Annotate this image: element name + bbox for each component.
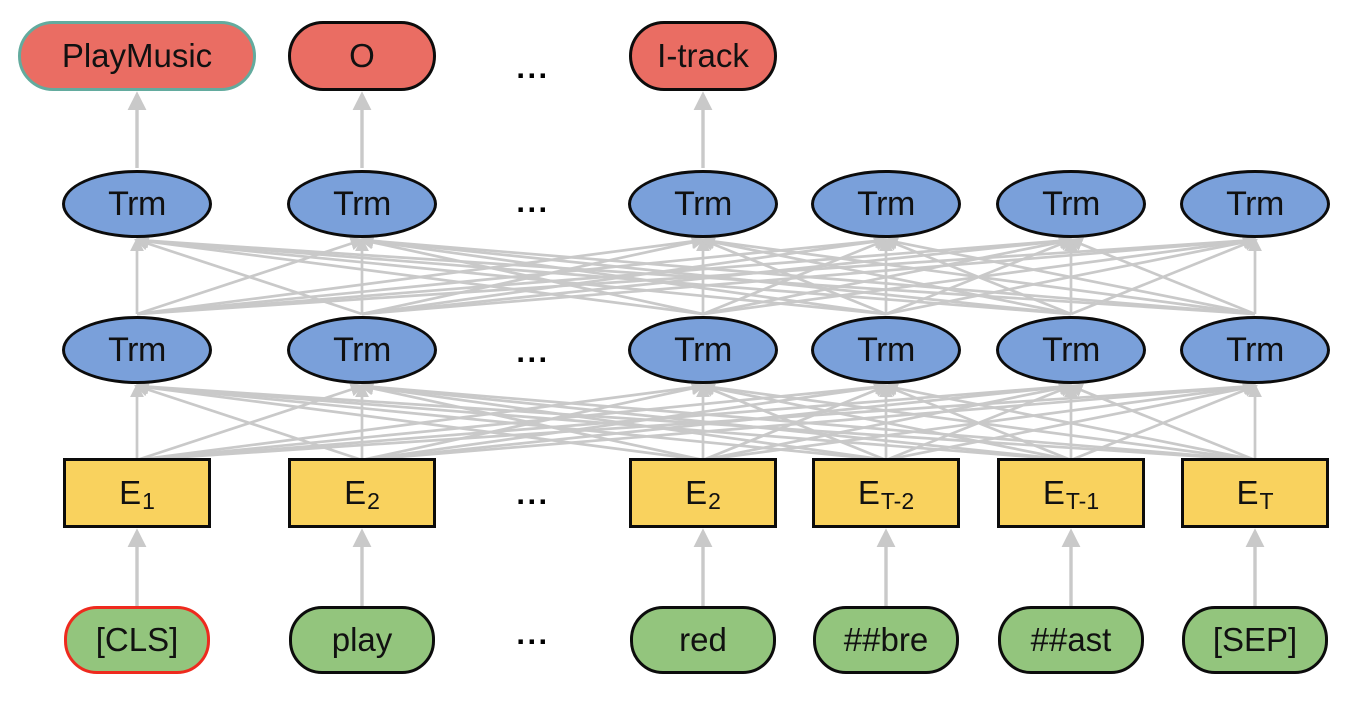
encoder-top-trm-node: Trm (996, 170, 1146, 238)
encoder-bottom-trm-node: Trm (287, 316, 437, 384)
embedding-symbol: E (685, 474, 708, 511)
encoder-bottom-trm-node: Trm (996, 316, 1146, 384)
embedding-subscript: T (1259, 487, 1274, 514)
output-pill-i-track: I-track (629, 21, 777, 91)
embedding-symbol: E (857, 474, 880, 511)
embedding-subscript: 1 (142, 487, 155, 514)
tokens-ellipsis: ... (516, 616, 550, 651)
token-pill-play: play (289, 606, 435, 674)
encoder-top-trm-node: Trm (1180, 170, 1330, 238)
outputs-ellipsis: ... (516, 50, 550, 85)
token-pill-red: red (630, 606, 776, 674)
embedding-subscript: T-1 (1065, 487, 1100, 514)
embedding-subscript: 2 (708, 487, 721, 514)
encoder-top-trm-node: Trm (62, 170, 212, 238)
embedding-subscript: 2 (367, 487, 380, 514)
encoder-top-trm-node: Trm (628, 170, 778, 238)
encoder-top-trm-node: Trm (287, 170, 437, 238)
encoder-top-trm-node: Trm (811, 170, 961, 238)
encoder-bottom-ellipsis: ... (516, 334, 550, 369)
token-pill-bre: ##bre (813, 606, 959, 674)
output-pill-o: O (288, 21, 436, 91)
output-pill-playmusic: PlayMusic (18, 21, 256, 91)
embedding-symbol: E (119, 474, 142, 511)
embedding-symbol: E (1042, 474, 1065, 511)
embeddings-ellipsis: ... (516, 476, 550, 511)
token-pill-sep: [SEP] (1182, 606, 1328, 674)
encoder-bottom-trm-node: Trm (62, 316, 212, 384)
embedding-symbol: E (344, 474, 367, 511)
token-pill-cls: [CLS] (64, 606, 210, 674)
encoder-bottom-trm-node: Trm (811, 316, 961, 384)
embedding-subscript: T-2 (880, 487, 915, 514)
encoder-bottom-trm-node: Trm (1180, 316, 1330, 384)
encoder-bottom-trm-node: Trm (628, 316, 778, 384)
token-pill-ast: ##ast (998, 606, 1144, 674)
encoder-top-ellipsis: ... (516, 184, 550, 219)
embedding-symbol: E (1236, 474, 1259, 511)
